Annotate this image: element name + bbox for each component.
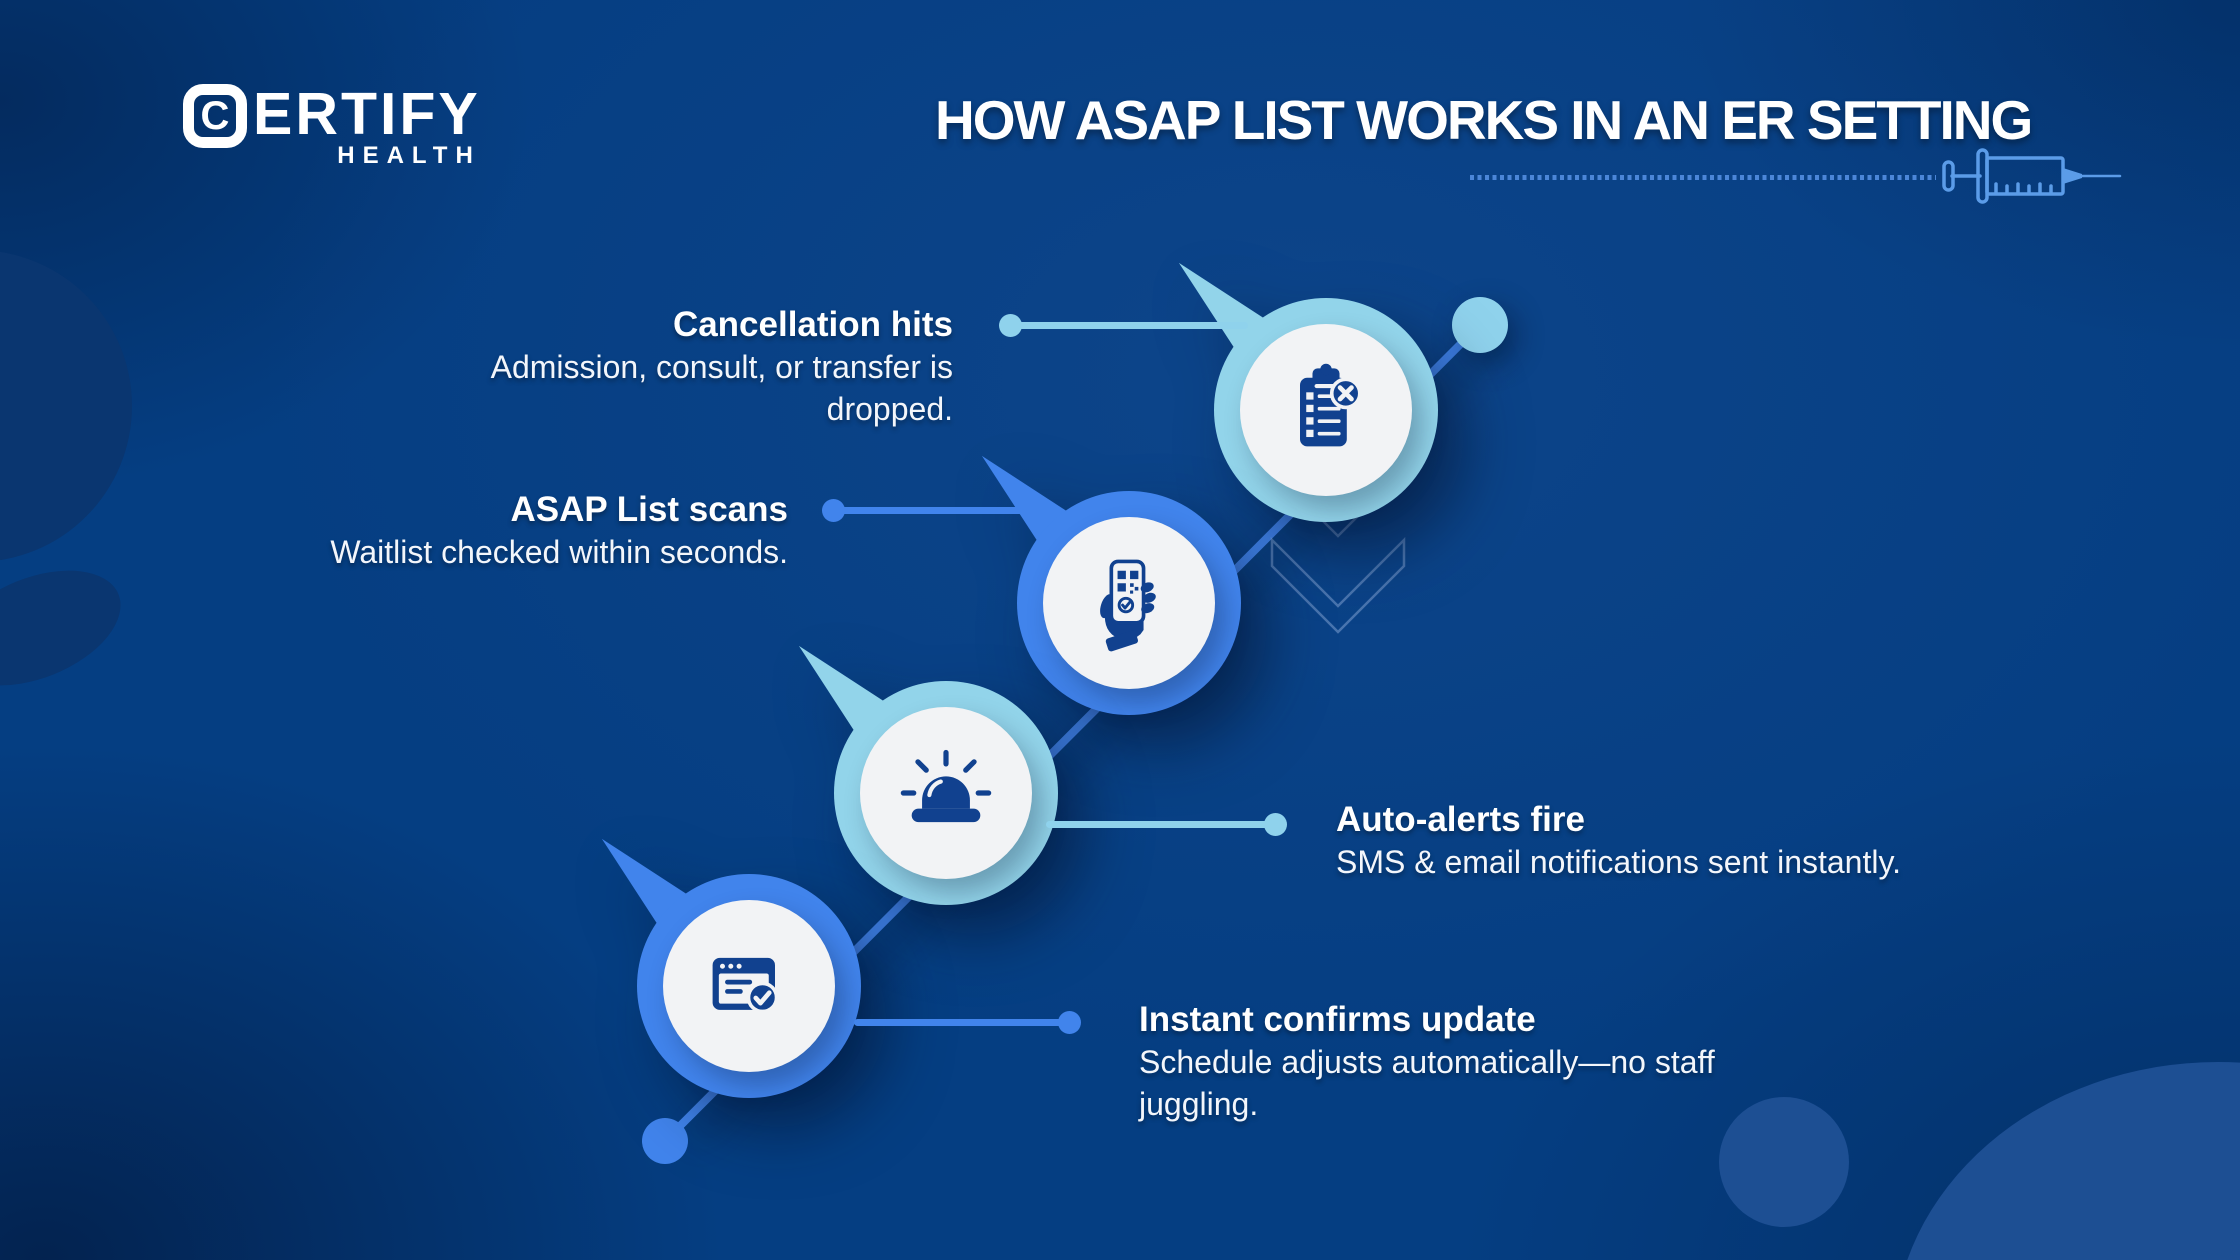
- connector-line-1: [1016, 322, 1248, 329]
- step-description: Schedule adjusts automatically—no staff …: [1139, 1044, 1715, 1122]
- decor-blob-bottom-right-large: [1893, 1062, 2240, 1260]
- step-circle-instant-confirms: [637, 874, 861, 1098]
- step-title: Auto-alerts fire: [1336, 800, 1585, 839]
- logo-badge-letter: C: [200, 94, 230, 138]
- step-description: SMS & email notifications sent instantly…: [1336, 844, 1901, 880]
- step-circle-auto-alerts: [834, 681, 1058, 905]
- dotted-line-decoration: [1470, 175, 1936, 180]
- logo-name: ERTIFY: [253, 81, 481, 147]
- decor-blob-left-small: [0, 547, 138, 709]
- circle-inner: [860, 707, 1032, 879]
- step-text-asap-scan: ASAP List scans Waitlist checked within …: [148, 489, 788, 573]
- logo-tagline: HEALTH: [337, 142, 481, 169]
- step-description: Waitlist checked within seconds.: [330, 534, 788, 570]
- browser-check-icon: [712, 957, 779, 1014]
- step-title: ASAP List scans: [510, 490, 788, 529]
- siren-alert-icon: [900, 749, 992, 823]
- phone-qr-scan-icon: [1100, 559, 1156, 652]
- clipboard-cancel-icon: [1300, 363, 1362, 447]
- step-circle-cancellation: [1214, 298, 1438, 522]
- step-text-instant-confirms: Instant confirms update Schedule adjusts…: [1139, 999, 1831, 1125]
- connector-dot-1: [999, 314, 1022, 337]
- brand-logo: C ERTIFY HEALTH: [183, 84, 481, 170]
- step-text-cancellation: Cancellation hits Admission, consult, or…: [393, 304, 953, 430]
- timeline-start-dot: [642, 1118, 688, 1164]
- step-description: Admission, consult, or transfer is dropp…: [490, 349, 953, 427]
- circle-inner: [1043, 517, 1215, 689]
- circle-inner: [663, 900, 835, 1072]
- connector-line-2: [840, 507, 1062, 514]
- decor-blob-bottom-right-small: [1719, 1097, 1849, 1227]
- connector-line-3: [1046, 821, 1268, 828]
- logo-c-badge-icon: C: [183, 84, 247, 148]
- step-circle-asap-scan: [1017, 491, 1241, 715]
- circle-inner: [1240, 324, 1412, 496]
- step-title: Cancellation hits: [672, 305, 953, 344]
- step-text-auto-alerts: Auto-alerts fire SMS & email notificatio…: [1336, 799, 2056, 883]
- logo-text: ERTIFY HEALTH: [253, 84, 481, 170]
- connector-dot-3: [1264, 813, 1287, 836]
- timeline-end-dot: [1452, 297, 1508, 353]
- decor-blob-left-large: [0, 250, 132, 562]
- connector-line-4: [854, 1019, 1062, 1026]
- connector-dot-4: [1058, 1011, 1081, 1034]
- connector-dot-2: [822, 499, 845, 522]
- page-title: HOW ASAP LIST WORKS IN AN ER SETTING: [935, 89, 2033, 151]
- syringe-icon: [1942, 148, 2122, 204]
- step-title: Instant confirms update: [1139, 1000, 1536, 1039]
